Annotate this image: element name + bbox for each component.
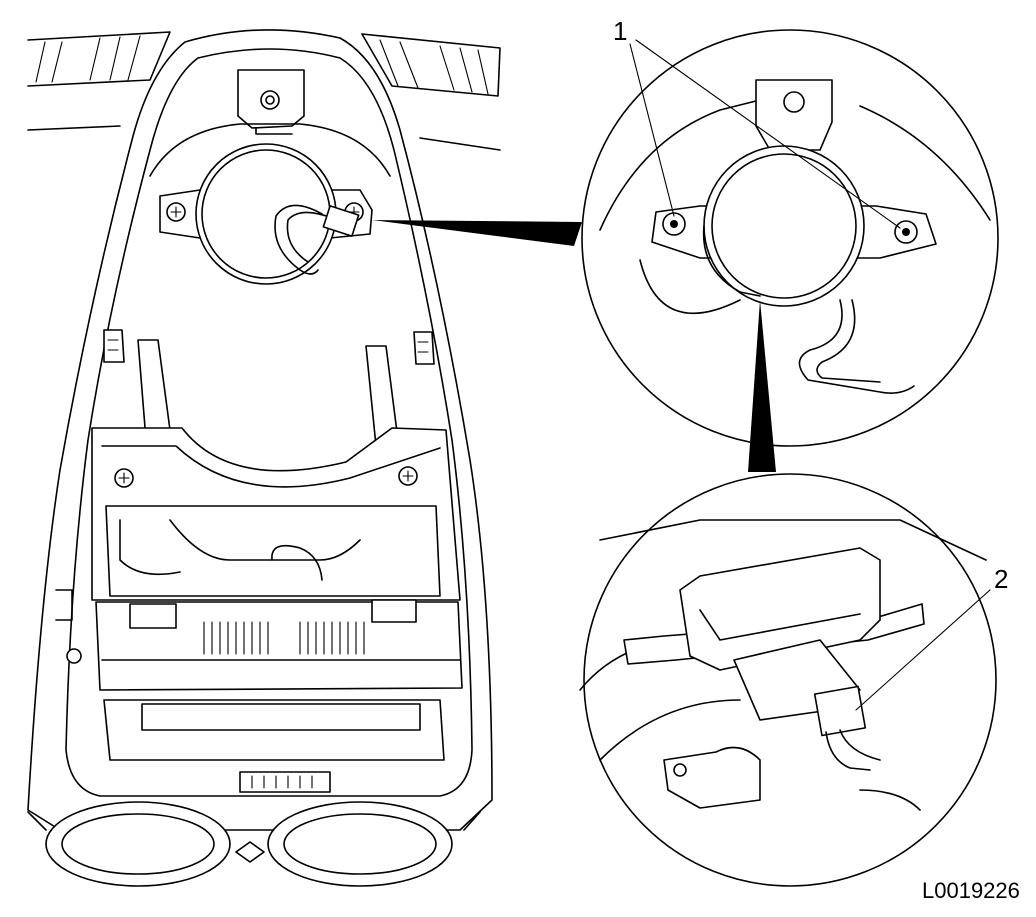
right-clip — [413, 331, 435, 365]
main-console-view — [27, 29, 501, 887]
dash-left-vent — [27, 31, 171, 131]
screw-left-detail — [662, 212, 686, 236]
detail-circle-connector — [579, 473, 997, 887]
pointer-wedge-main-to-detail1 — [372, 220, 582, 246]
climate-control-panel — [95, 599, 463, 691]
console-inner-recess — [65, 48, 473, 797]
callout-label-1: 1 — [613, 16, 627, 46]
callout-label-2: 2 — [994, 564, 1008, 594]
vent-slots-right — [299, 621, 365, 655]
electrical-connector — [733, 639, 881, 771]
screw-right-detail — [894, 220, 918, 244]
upper-pocket — [149, 123, 391, 177]
left-rail — [137, 339, 171, 441]
left-clip — [103, 329, 125, 363]
bottom-round-vents — [27, 801, 481, 887]
lower-compartment — [103, 699, 445, 793]
pointer-wedge-detail1-to-detail2 — [748, 300, 776, 472]
figure-code: L0019226 — [922, 878, 1020, 903]
round-module-main — [159, 143, 373, 285]
detail-circle-screws — [581, 29, 999, 447]
top-bracket — [237, 69, 305, 135]
control-frame — [91, 427, 461, 601]
dash-right-vent — [361, 33, 501, 151]
screw-left-main — [166, 202, 186, 222]
console-outer-shell — [27, 29, 493, 831]
callout-2-leader — [855, 589, 991, 711]
callout-1-leaders — [629, 39, 901, 229]
vent-slots-left — [203, 621, 269, 655]
